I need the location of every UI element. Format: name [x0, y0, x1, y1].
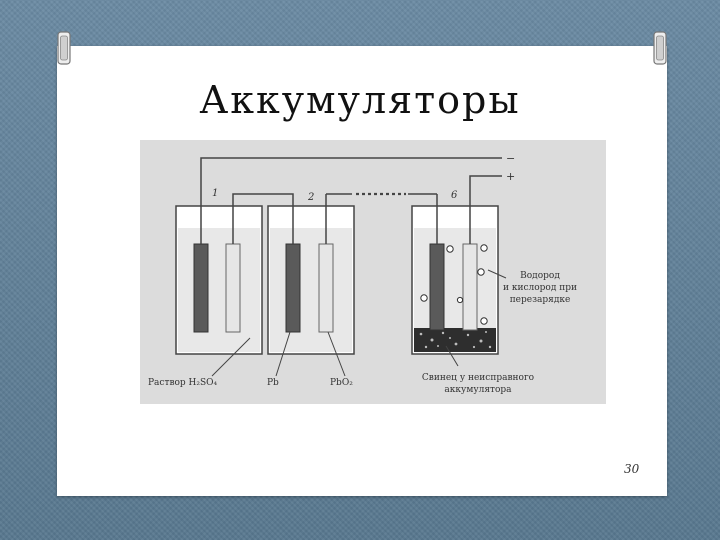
- leader-lines: [211, 269, 507, 377]
- sediment-speckles: [419, 331, 492, 349]
- cell-1-electrolyte: [178, 228, 260, 352]
- cell-6-sediment: [414, 328, 496, 352]
- cell-number-2: 2: [307, 192, 314, 203]
- cell-2-lead-plate: [285, 243, 301, 333]
- negative-wire: [200, 157, 502, 244]
- cell-2-electrolyte: [270, 228, 352, 352]
- cell-6-dioxide-plate: [462, 243, 478, 331]
- sediment-label-line2: аккумулятора: [444, 385, 512, 395]
- sediment-leader: [445, 345, 459, 367]
- connector-1-2: [232, 193, 294, 244]
- slide-title: Аккумуляторы: [199, 78, 521, 122]
- cell-1-dioxide-plate: [225, 243, 241, 333]
- positive-wire: [469, 175, 502, 244]
- gas-label-line3: перезарядке: [510, 295, 571, 305]
- cell-2-dioxide-plate: [318, 243, 334, 333]
- electrolyte-label: Раствор H₂SO₄: [148, 378, 218, 388]
- gas-label-line1: Водород: [520, 271, 560, 281]
- battery-diagram: − + 1 2 6 Водород и кислород при перезар…: [140, 140, 606, 404]
- dioxide-label: PbO₂: [330, 378, 353, 388]
- plus-terminal-label: +: [506, 170, 515, 183]
- cell-6-lead-plate: [429, 243, 445, 331]
- page-number: 30: [624, 462, 640, 476]
- cell-6: [411, 205, 499, 355]
- lead-leader: [275, 331, 291, 377]
- gas-leader: [487, 269, 507, 279]
- cell-2: [267, 205, 355, 355]
- electrolyte-leader: [211, 337, 251, 377]
- dioxide-leader: [327, 331, 346, 377]
- cell-1-lead-plate: [193, 243, 209, 333]
- wires: [200, 157, 502, 244]
- gas-label-line2: и кислород при: [503, 283, 577, 293]
- cell-number-6: 6: [451, 190, 458, 201]
- gas-bubbles: [420, 244, 488, 325]
- lead-label: Pb: [267, 378, 279, 388]
- right-pin-icon: [653, 31, 667, 65]
- minus-terminal-label: −: [506, 152, 515, 165]
- cell-number-1: 1: [212, 188, 218, 199]
- cell-1: [175, 205, 263, 355]
- sediment-label-line1: Свинец у неисправного: [422, 373, 534, 383]
- left-pin-icon: [57, 31, 71, 65]
